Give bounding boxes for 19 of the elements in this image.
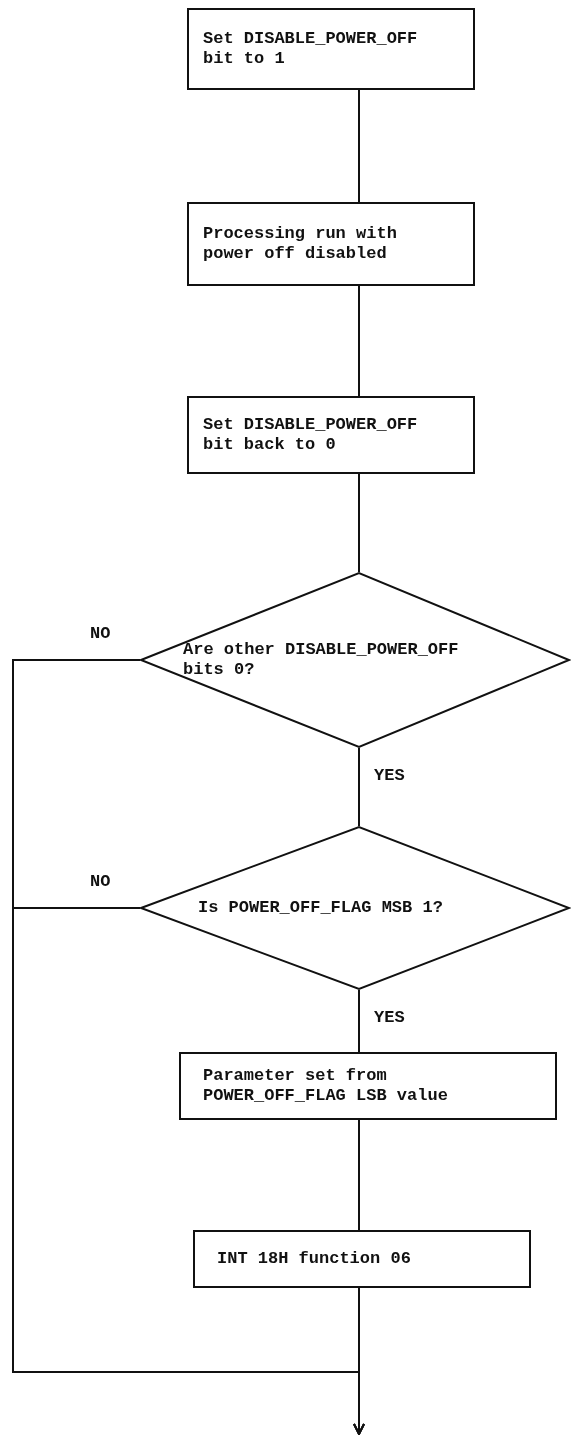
process-box bbox=[193, 1230, 531, 1288]
step-text: Set DISABLE_POWER_OFF bit back to 0 bbox=[203, 415, 419, 455]
process-box bbox=[179, 1052, 557, 1120]
step-text: Parameter set from POWER_OFF_FLAG LSB value bbox=[203, 1066, 449, 1106]
decision-text: Is POWER_OFF_FLAG MSB 1? bbox=[198, 898, 444, 918]
connector-line bbox=[358, 473, 360, 573]
decision-text: Are other DISABLE_POWER_OFF bits 0? bbox=[183, 640, 460, 680]
connector-line bbox=[358, 1119, 360, 1231]
process-box bbox=[187, 396, 475, 474]
step-text: Set DISABLE_POWER_OFF bit to 1 bbox=[203, 29, 419, 69]
process-box bbox=[187, 202, 475, 286]
connector-line bbox=[358, 89, 360, 203]
process-box bbox=[187, 8, 475, 90]
arrow bbox=[12, 907, 365, 1435]
step-text: INT 18H function 06 bbox=[217, 1249, 412, 1269]
step-text: Processing run with power off disabled bbox=[203, 224, 398, 264]
connector-line bbox=[358, 747, 360, 827]
connector-line bbox=[358, 285, 360, 397]
connector-line bbox=[358, 989, 360, 1053]
